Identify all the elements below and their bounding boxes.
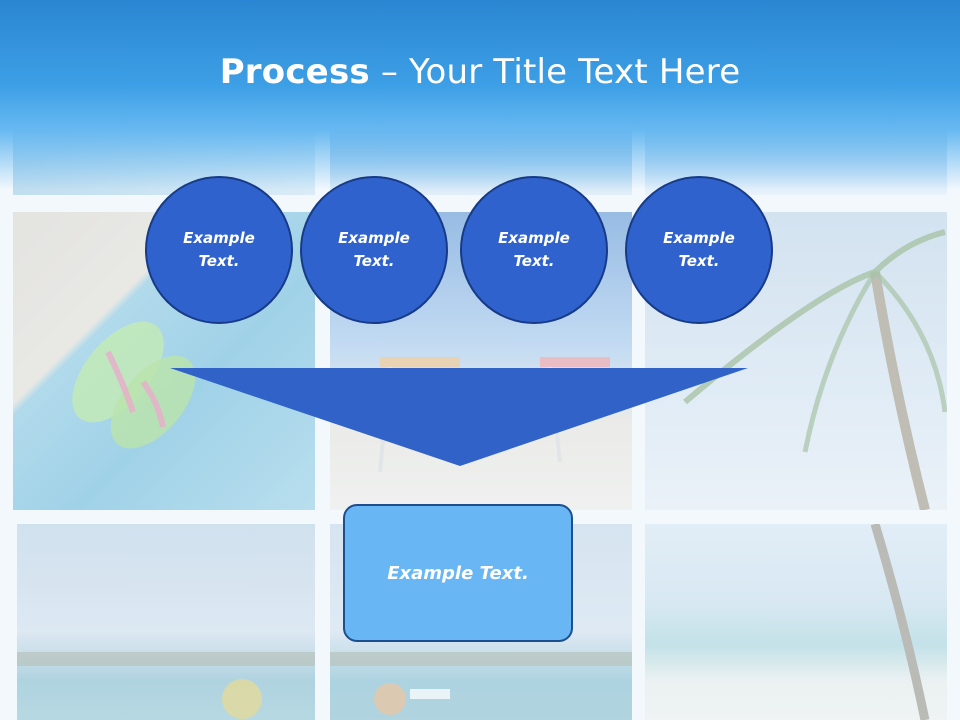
result-text: Example Text.: [387, 562, 529, 584]
photo-tile-bay-left: [17, 524, 315, 720]
funnel-triangle: [170, 368, 748, 466]
title-rest: – Your Title Text Here: [369, 52, 741, 92]
shore-image: [870, 524, 930, 720]
title-band: [0, 0, 960, 190]
result-box[interactable]: Example Text.: [343, 504, 573, 642]
slide-title[interactable]: Process – Your Title Text Here: [0, 52, 960, 92]
title-bold: Process: [219, 52, 370, 92]
flipflops-image: [72, 321, 196, 449]
bay-image: [17, 652, 315, 719]
photo-tile-shore: [645, 524, 947, 720]
palm-tree-image: [683, 229, 947, 510]
bay-center-image: [330, 652, 632, 715]
